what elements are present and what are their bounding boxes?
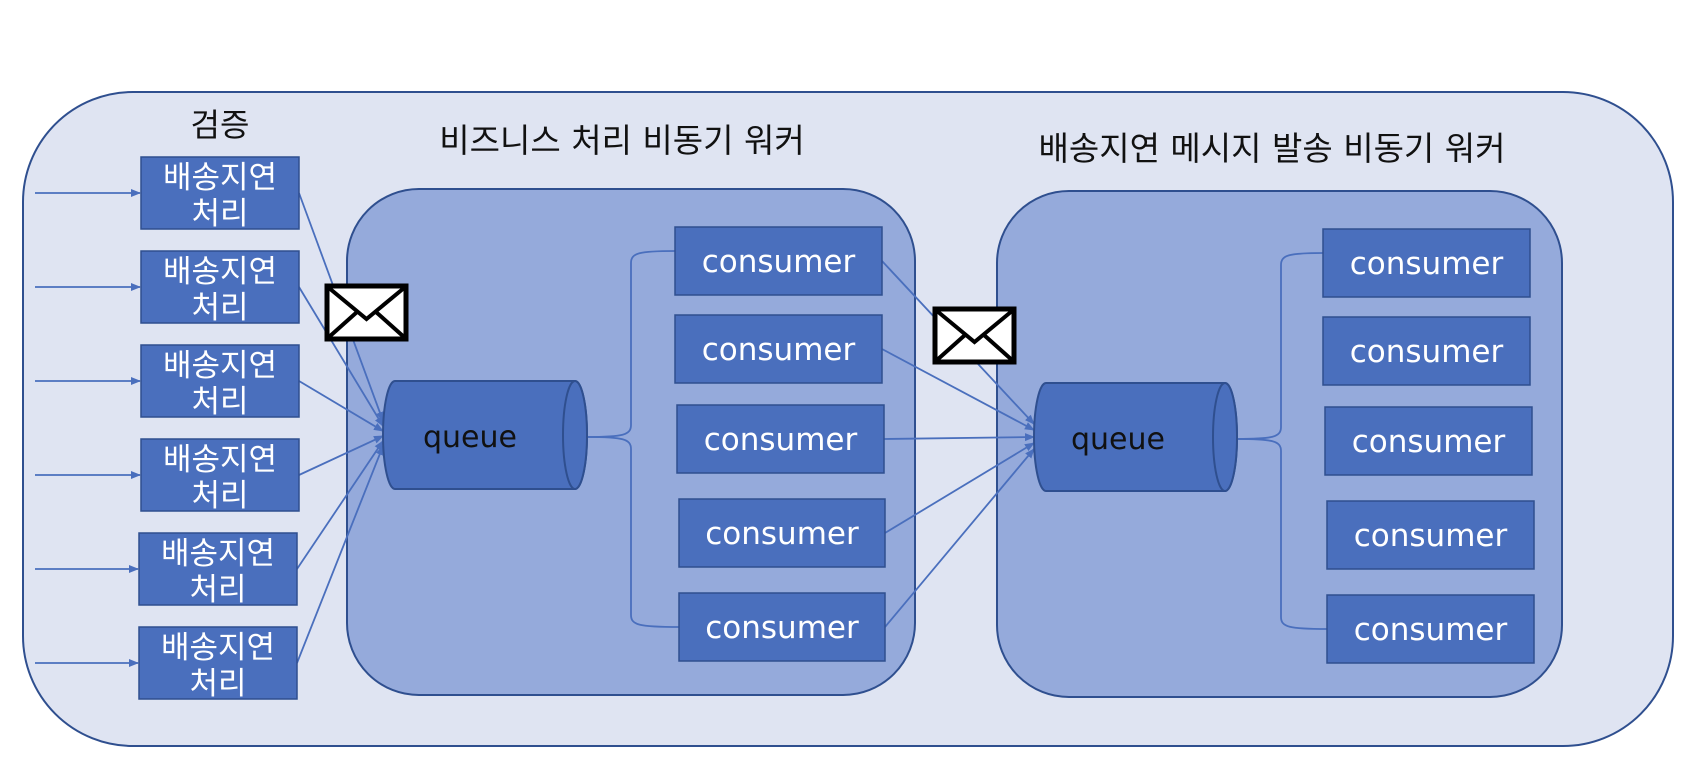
business-queue: queue xyxy=(382,380,588,490)
business-worker-title: 비즈니스 처리 비동기 워커 xyxy=(439,121,804,160)
consumer-label: consumer xyxy=(704,422,858,458)
validation-item-line1: 배송지연 xyxy=(163,348,277,384)
validation-item-line2: 처리 xyxy=(191,384,248,420)
consumer-box: consumer xyxy=(1322,316,1531,386)
connector-lines xyxy=(35,189,1328,667)
message-worker-title: 배송지연 메시지 발송 비동기 워커 xyxy=(1039,129,1506,168)
consumer-label: consumer xyxy=(1354,612,1508,648)
consumer-label: consumer xyxy=(1354,518,1508,554)
consumer-box: consumer xyxy=(1322,228,1531,298)
consumer-label: consumer xyxy=(705,610,859,646)
consumer-box: consumer xyxy=(678,592,886,662)
envelope-icon xyxy=(932,306,1017,365)
validation-item-line2: 처리 xyxy=(191,196,248,232)
message-consumer-column: consumer consumer consumer consumer consumer xyxy=(1322,228,1535,664)
consumer-label: consumer xyxy=(702,332,856,368)
validation-item-line2: 처리 xyxy=(189,666,246,702)
consumer-label: consumer xyxy=(1350,334,1504,370)
validation-item-line1: 배송지연 xyxy=(163,254,277,290)
consumer-box: consumer xyxy=(1326,500,1535,570)
consumer-label: consumer xyxy=(705,516,859,552)
consumer-label: consumer xyxy=(702,244,856,280)
validation-title: 검증 xyxy=(191,106,250,144)
consumer-box: consumer xyxy=(1324,406,1533,476)
consumer-box: consumer xyxy=(674,314,883,384)
consumer-box: consumer xyxy=(678,498,886,568)
business-consumer-column: consumer consumer consumer consumer consumer xyxy=(674,226,886,662)
validation-item-line1: 배송지연 xyxy=(163,160,277,196)
validation-item-line1: 배송지연 xyxy=(161,536,275,572)
consumer-box: consumer xyxy=(676,404,885,474)
message-queue-label: queue xyxy=(1071,422,1165,457)
validation-item-line2: 처리 xyxy=(191,290,248,326)
validation-item-line1: 배송지연 xyxy=(163,442,277,478)
validation-item-line2: 처리 xyxy=(189,572,246,608)
consumer-label: consumer xyxy=(1350,246,1504,282)
envelope-icon xyxy=(324,283,409,342)
validation-item-line1: 배송지연 xyxy=(161,630,275,666)
consumer-box: consumer xyxy=(674,226,883,296)
validation-item-line2: 처리 xyxy=(191,478,248,514)
business-queue-label: queue xyxy=(423,420,517,455)
consumer-box: consumer xyxy=(1326,594,1535,664)
consumer-label: consumer xyxy=(1352,424,1506,460)
message-queue: queue xyxy=(1033,382,1238,492)
